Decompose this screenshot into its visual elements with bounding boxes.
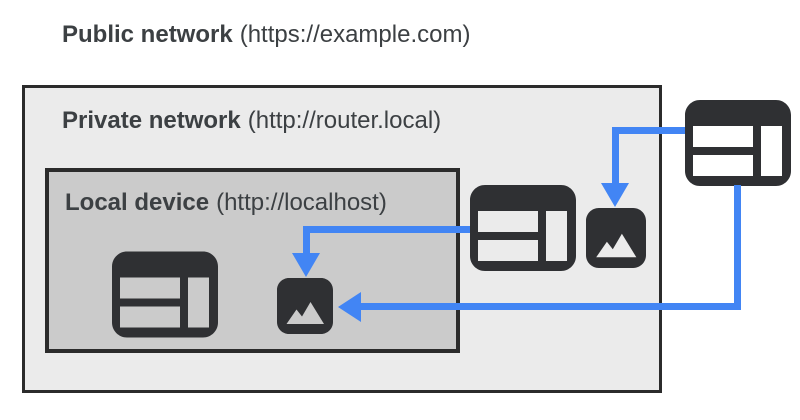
- browser-window-icon-public-network: [685, 100, 791, 186]
- browser-window-icon-private-network: [470, 185, 576, 271]
- public-network-label: Public network(https://example.com): [62, 21, 470, 49]
- image-icon-local-device: [277, 278, 333, 334]
- arrow-public-browser-to-local-image-vline: [734, 185, 741, 310]
- browser-window-icon-local-device: [112, 251, 218, 338]
- arrow-public-browser-to-local-image-hline: [359, 303, 741, 310]
- local-device-label: Local device(http://localhost): [65, 189, 387, 217]
- private-network-label: Private network(http://router.local): [62, 107, 441, 135]
- local-device-name: Local device: [65, 189, 210, 216]
- public-network-url: (https://example.com): [239, 21, 471, 48]
- arrow-public-browser-to-private-image-hline: [612, 127, 685, 134]
- arrowhead-down-into-private-image: [601, 183, 629, 207]
- private-network-name: Private network: [62, 107, 241, 134]
- arrowhead-down-into-local-image: [292, 253, 320, 277]
- image-icon-private-network: [586, 208, 646, 268]
- local-device-url: (http://localhost): [216, 189, 387, 216]
- private-network-url: (http://router.local): [247, 107, 442, 134]
- arrow-public-browser-to-private-image-vline: [612, 127, 619, 184]
- arrow-private-browser-to-local-image-hline: [303, 226, 470, 233]
- arrow-private-browser-to-local-image-vline: [303, 226, 310, 254]
- public-network-name: Public network: [62, 21, 233, 48]
- arrowhead-left-into-local-image: [338, 292, 361, 322]
